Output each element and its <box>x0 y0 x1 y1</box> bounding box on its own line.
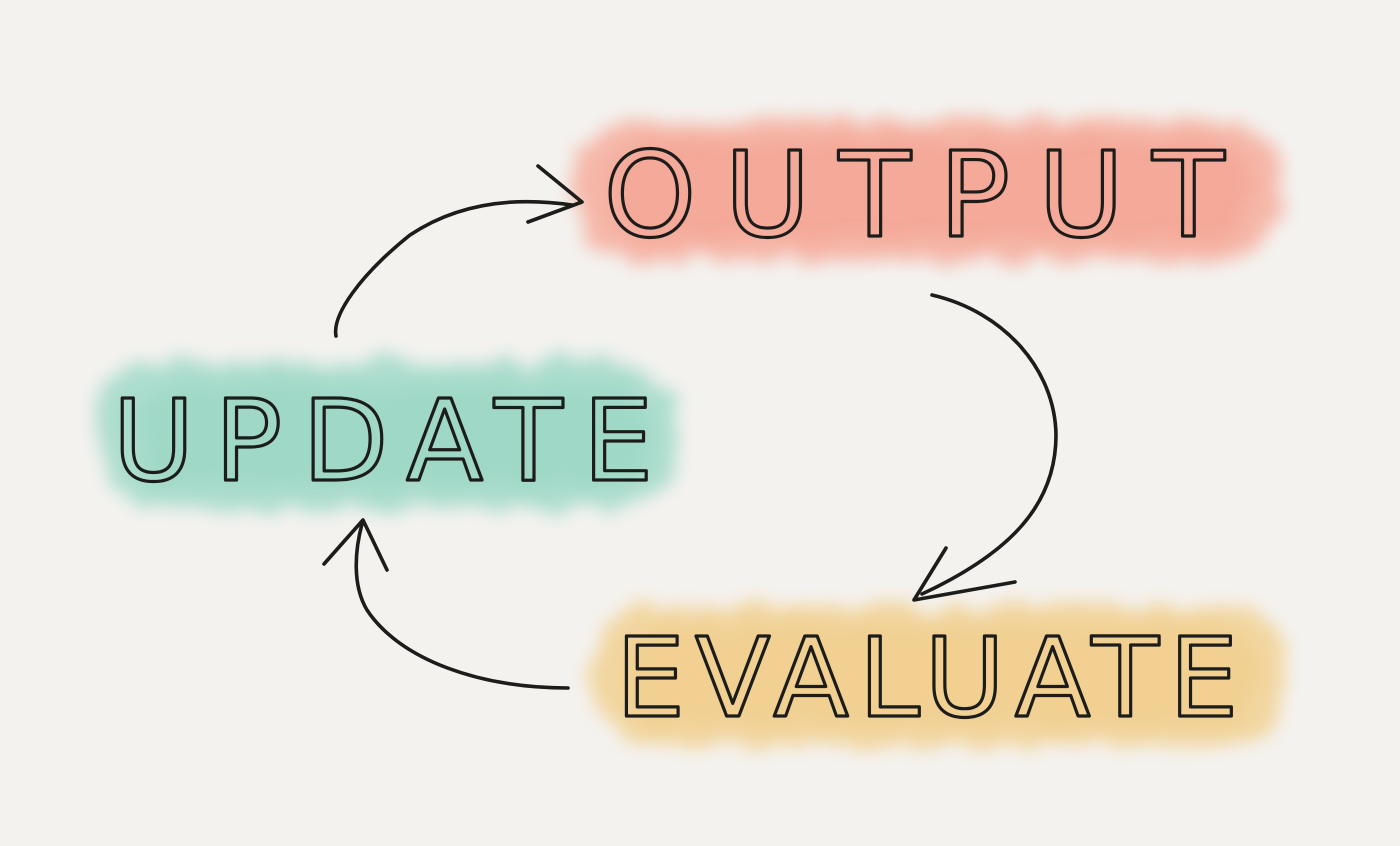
arrow-output-to-evaluate-head <box>912 546 1017 602</box>
output-highlight-core <box>610 140 1250 240</box>
output-label: OUTPUT <box>604 126 1253 264</box>
update-label: UPDATE <box>113 377 674 507</box>
evaluate-highlight-core <box>625 625 1255 725</box>
arrow-output-to-evaluate-shaft <box>920 293 1058 596</box>
node-evaluate: EVALUATE <box>595 605 1285 745</box>
arrow-update-to-output <box>333 164 584 338</box>
arrow-evaluate-to-update-shaft <box>354 522 570 690</box>
evaluate-label: EVALUATE <box>616 614 1249 742</box>
arrow-update-to-output-head <box>526 164 584 224</box>
node-update: UPDATE <box>100 362 675 510</box>
node-output: OUTPUT <box>575 120 1280 266</box>
arrow-update-to-output-shaft <box>333 199 574 338</box>
arrow-evaluate-to-update-head <box>322 518 389 572</box>
update-highlight-core <box>140 385 650 487</box>
arrow-evaluate-to-update <box>322 518 570 690</box>
arrow-output-to-evaluate <box>912 293 1058 602</box>
